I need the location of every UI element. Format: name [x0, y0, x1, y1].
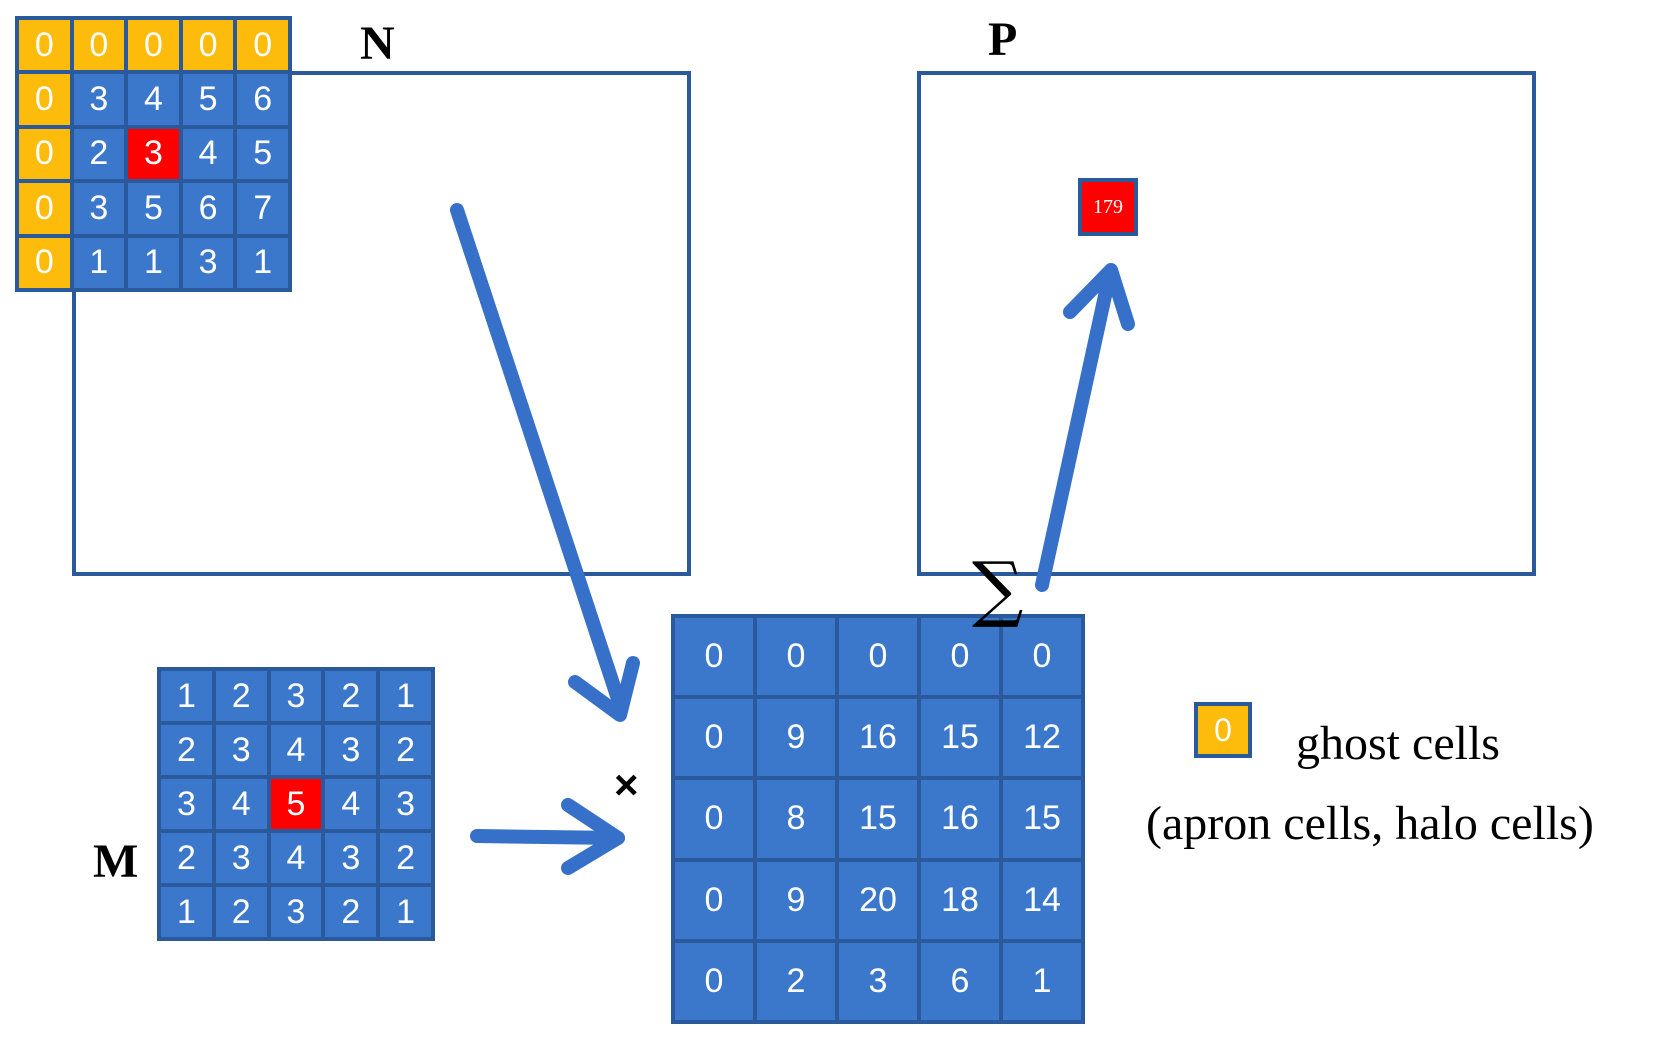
grid-cell: 0 [19, 128, 70, 180]
grid-cell: 2 [161, 725, 212, 775]
grid-cell: 5 [128, 183, 179, 234]
grid-cell: 3 [270, 671, 322, 721]
arrow-m-to-product-head [561, 798, 625, 875]
n-label: N [360, 17, 395, 70]
grid-cell: 0 [675, 861, 753, 939]
sigma-symbol: ∑ [972, 546, 1024, 630]
grid-cell: 3 [128, 128, 179, 180]
p-output-element: 179 [1078, 178, 1138, 236]
grid-cell: 2 [73, 128, 125, 180]
grid-cell: 1 [161, 671, 212, 721]
grid-cell: 2 [325, 671, 377, 721]
grid-cell: 1 [237, 237, 288, 288]
grid-cell: 15 [1003, 780, 1081, 858]
grid-cell: 3 [380, 779, 431, 829]
grid-cell: 2 [215, 887, 267, 937]
grid-cell: 1 [380, 887, 431, 937]
grid-cell: 1 [380, 671, 431, 721]
grid-cell: 0 [675, 618, 753, 696]
grid-cell: 2 [380, 725, 431, 775]
arrow-n-to-product-head [568, 656, 640, 722]
grid-cell: 0 [182, 20, 234, 71]
grid-cell: 3 [73, 183, 125, 234]
grid-cell: 3 [182, 237, 234, 288]
grid-cell: 2 [215, 671, 267, 721]
p-output-array [917, 71, 1536, 576]
grid-cell: 0 [19, 74, 70, 125]
grid-cell: 20 [839, 861, 917, 939]
grid-cell: 1 [73, 237, 125, 288]
grid-cell: 6 [921, 942, 999, 1020]
grid-cell: 0 [757, 618, 835, 696]
grid-cell: 3 [215, 725, 267, 775]
grid-cell: 3 [325, 725, 377, 775]
grid-cell: 15 [839, 780, 917, 858]
grid-cell: 18 [921, 861, 999, 939]
grid-cell: 1 [161, 887, 212, 937]
grid-cell: 0 [1003, 618, 1081, 696]
grid-cell: 0 [19, 20, 70, 71]
grid-cell: 2 [325, 887, 377, 937]
grid-cell: 5 [182, 74, 234, 125]
grid-cell: 3 [215, 833, 267, 883]
grid-cell: 7 [237, 183, 288, 234]
grid-cell: 3 [325, 833, 377, 883]
grid-cell: 16 [921, 780, 999, 858]
grid-cell: 0 [128, 20, 179, 71]
grid-cell: 0 [675, 942, 753, 1020]
grid-cell: 3 [270, 887, 322, 937]
grid-cell: 5 [270, 779, 322, 829]
p-label: P [988, 13, 1018, 66]
grid-cell: 4 [325, 779, 377, 829]
m-label: M [93, 835, 139, 888]
grid-cell: 3 [161, 779, 212, 829]
grid-cell: 5 [237, 128, 288, 180]
grid-cell: 9 [757, 699, 835, 777]
grid-cell: 0 [237, 20, 288, 71]
grid-cell: 15 [921, 699, 999, 777]
legend-line-2: (apron cells, halo cells) [1146, 797, 1594, 850]
grid-cell: 4 [270, 725, 322, 775]
legend-line-1: ghost cells [1296, 717, 1500, 770]
grid-cell: 0 [19, 183, 70, 234]
grid-cell: 0 [19, 237, 70, 288]
grid-cell: 3 [73, 74, 125, 125]
grid-cell: 4 [215, 779, 267, 829]
grid-cell: 9 [757, 861, 835, 939]
grid-cell: 4 [182, 128, 234, 180]
grid-cell: 8 [757, 780, 835, 858]
grid-cell: 0 [675, 780, 753, 858]
grid-cell: 2 [757, 942, 835, 1020]
grid-cell: 3 [839, 942, 917, 1020]
grid-cell: 6 [182, 183, 234, 234]
grid-cell: 16 [839, 699, 917, 777]
grid-cell: 6 [237, 74, 288, 125]
grid-cell: 12 [1003, 699, 1081, 777]
arrow-m-to-product [470, 829, 625, 845]
legend-ghost-cell: 0 [1194, 702, 1252, 758]
grid-cell: 1 [1003, 942, 1081, 1020]
grid-cell: 0 [73, 20, 125, 71]
grid-cell: 4 [270, 833, 322, 883]
grid-cell: 4 [128, 74, 179, 125]
times-symbol: × [614, 761, 639, 808]
grid-cell: 0 [839, 618, 917, 696]
grid-cell: 2 [380, 833, 431, 883]
grid-cell: 2 [161, 833, 212, 883]
grid-cell: 1 [128, 237, 179, 288]
grid-cell: 0 [921, 618, 999, 696]
grid-cell: 0 [675, 699, 753, 777]
grid-cell: 14 [1003, 861, 1081, 939]
